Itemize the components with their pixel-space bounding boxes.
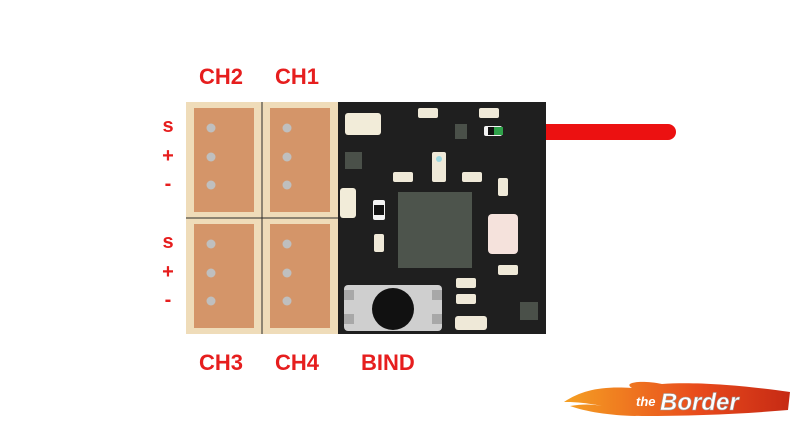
capacitor [340, 188, 356, 218]
pin-label-signal-bottom: s [162, 231, 174, 253]
pin-label-minus-top: - [164, 173, 172, 195]
connector-ch3 [194, 224, 254, 328]
small-ic [455, 124, 467, 139]
connector-ch4 [270, 224, 330, 328]
main-chip [398, 192, 472, 268]
small-ic [345, 152, 362, 169]
bind-label: BIND [361, 350, 415, 375]
pin-label-plus-bottom: + [162, 261, 174, 283]
resistor [373, 200, 385, 220]
the-border-logo: the Border [564, 381, 790, 416]
capacitor-large [488, 214, 518, 254]
ch4-label: CH4 [275, 350, 320, 375]
crystal [345, 113, 381, 135]
ch2-label: CH2 [199, 64, 244, 89]
ch3-label: CH3 [199, 350, 244, 375]
bind-button [344, 285, 442, 331]
connector-ch2 [194, 108, 254, 212]
logo-text: the [636, 394, 656, 409]
pin-label-signal-top: s [162, 115, 174, 137]
logo-text: Border [660, 389, 740, 416]
ch1-label: CH1 [275, 64, 320, 89]
status-led [494, 127, 503, 135]
connector-ch1 [270, 108, 330, 212]
pin-label-minus-bottom: - [164, 289, 172, 311]
pin-label-plus-top: + [162, 145, 174, 167]
small-ic [520, 302, 538, 320]
